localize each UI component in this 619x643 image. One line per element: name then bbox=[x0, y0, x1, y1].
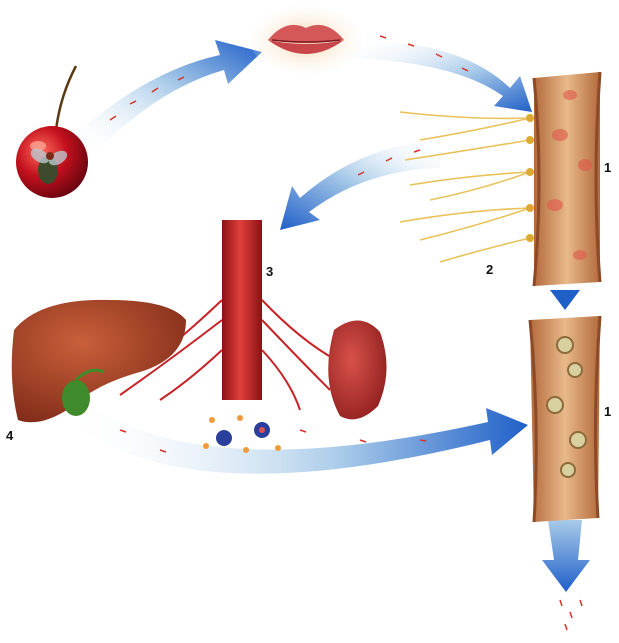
label-liver: 4 bbox=[6, 428, 14, 443]
cherry-with-fly-icon bbox=[16, 65, 88, 198]
arrow-intestine-down bbox=[550, 290, 580, 310]
lips-icon bbox=[250, 6, 362, 74]
arrow-excretion bbox=[542, 520, 590, 592]
arrow-lymph-to-blood bbox=[280, 140, 440, 230]
label-intestine-lower: 1 bbox=[604, 404, 612, 419]
liver-icon bbox=[11, 299, 186, 423]
bacteria-marks bbox=[109, 35, 583, 631]
arrow-cherry-to-mouth bbox=[78, 40, 262, 150]
intestine-wall-icon bbox=[532, 71, 602, 287]
ulcerated-intestine-icon bbox=[528, 315, 602, 523]
spleen-icon bbox=[328, 320, 387, 420]
lymph-vessels bbox=[399, 111, 534, 263]
blood-cells bbox=[203, 415, 281, 453]
label-blood-vessel: 3 bbox=[266, 264, 274, 279]
label-lymph-nodes: 2 bbox=[486, 262, 494, 277]
label-intestine-upper: 1 bbox=[604, 160, 612, 175]
arrow-organs-to-intestine bbox=[60, 396, 528, 474]
arrow-mouth-to-intestine bbox=[352, 40, 532, 112]
